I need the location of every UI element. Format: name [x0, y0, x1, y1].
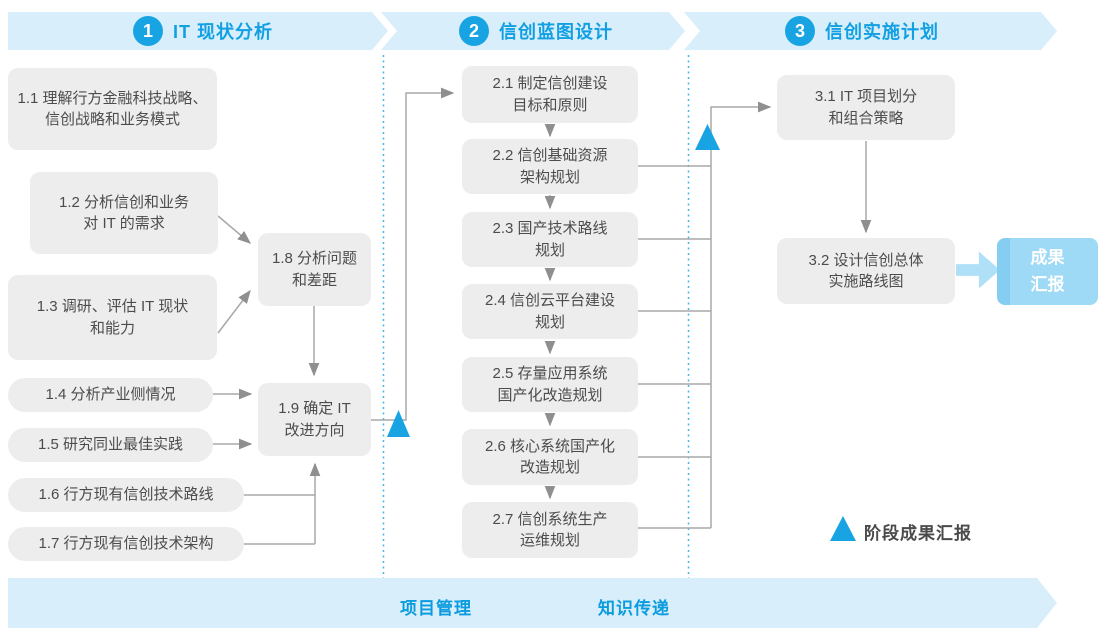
step-label-line: 2.1 制定信创建设 — [492, 75, 608, 93]
step-label-line: 目标和原则 — [512, 96, 588, 114]
result-label-line: 汇报 — [1030, 274, 1065, 294]
step-1-7-pill: 1.7 行方现有信创技术架构 — [8, 527, 244, 561]
step-3-2-box: 3.2 设计信创总体 实施路线图 — [777, 238, 955, 304]
step-label-line: 信创战略和业务模式 — [44, 111, 180, 128]
step-label-line: 规划 — [534, 241, 565, 259]
step-label-line: 1.6 行方现有信创技术路线 — [38, 486, 214, 504]
step-label-line: 1.7 行方现有信创技术架构 — [38, 535, 214, 553]
step-label-line: 1.4 分析产业侧情况 — [45, 386, 176, 404]
legend-label: 阶段成果汇报 — [864, 524, 972, 543]
swimlane-project-management: 项目管理 — [400, 599, 472, 618]
step-label-line: 改造规划 — [519, 459, 580, 476]
step-1-1-box: 1.1 理解行方金融科技战略、 信创战略和业务模式 — [8, 68, 217, 150]
step-label-line: 1.3 调研、评估 IT 现状 — [36, 298, 189, 316]
phase-3-header: 3 信创实施计划 — [684, 12, 1057, 50]
step-1-6-pill: 1.6 行方现有信创技术路线 — [8, 478, 244, 512]
step-2-2-box: 2.2 信创基础资源 架构规划 — [462, 139, 638, 194]
step-3-1-box: 3.1 IT 项目划分 和组合策略 — [777, 75, 955, 140]
result-arrow-icon — [956, 251, 1000, 289]
step-label-line: 1.5 研究同业最佳实践 — [37, 436, 184, 454]
phase-3-title: 信创实施计划 — [825, 22, 939, 42]
step-label-line: 3.2 设计信创总体 — [808, 251, 924, 269]
step-label-line: 对 IT 的需求 — [83, 215, 165, 232]
phase-3-number-badge: 3 — [785, 16, 815, 46]
step-label-line: 1.9 确定 IT — [278, 400, 351, 418]
step-2-5-box: 2.5 存量应用系统 国产化改造规划 — [462, 357, 638, 412]
step-1-5-pill: 1.5 研究同业最佳实践 — [8, 428, 213, 462]
step-1-8-box: 1.8 分析问题 和差距 — [258, 233, 371, 306]
step-1-4-pill: 1.4 分析产业侧情况 — [8, 378, 213, 412]
milestone-triangle-phase2-icon — [695, 124, 720, 150]
step-label-line: 2.5 存量应用系统 — [492, 365, 608, 383]
step-label-line: 国产化改造规划 — [497, 386, 603, 404]
step-2-7-box: 2.7 信创系统生产 运维规划 — [462, 502, 638, 558]
step-label-line: 和差距 — [291, 271, 337, 289]
milestone-triangle-phase1-icon — [387, 410, 410, 437]
step-label-line: 1.1 理解行方金融科技战略、 — [17, 89, 208, 107]
bottom-swimlane-band — [8, 578, 1057, 628]
phase-1-header: 1 IT 现状分析 — [8, 12, 388, 50]
step-label-line: 运维规划 — [519, 532, 580, 549]
step-label-line: 和组合策略 — [828, 109, 904, 127]
step-label-line: 3.1 IT 项目划分 — [814, 88, 918, 106]
phase-1-title: IT 现状分析 — [173, 22, 273, 42]
step-2-6-box: 2.6 核心系统国产化 改造规划 — [462, 429, 638, 485]
step-label-line: 2.3 国产技术路线 — [492, 220, 608, 238]
phase-2-title: 信创蓝图设计 — [499, 22, 613, 42]
step-label-line: 2.7 信创系统生产 — [492, 510, 608, 528]
step-label-line: 和能力 — [89, 319, 135, 337]
step-2-1-box: 2.1 制定信创建设 目标和原则 — [462, 66, 638, 123]
step-label-line: 实施路线图 — [828, 273, 904, 290]
step-1-3-box: 1.3 调研、评估 IT 现状 和能力 — [8, 275, 217, 360]
step-2-4-box: 2.4 信创云平台建设 规划 — [462, 284, 638, 339]
legend-triangle-icon — [830, 516, 856, 541]
step-label-line: 1.8 分析问题 — [271, 250, 358, 268]
step-label-line: 规划 — [534, 313, 565, 331]
step-label-line: 改进方向 — [284, 421, 345, 439]
step-label-line: 架构规划 — [519, 168, 580, 186]
phase-2-header: 2 信创蓝图设计 — [381, 12, 685, 50]
step-label-line: 2.2 信创基础资源 — [492, 147, 608, 165]
swimlane-knowledge-transfer: 知识传递 — [598, 599, 670, 618]
step-label-line: 1.2 分析信创和业务 — [58, 193, 190, 211]
step-label-line: 2.4 信创云平台建设 — [484, 292, 616, 310]
phase-1-number-badge: 1 — [133, 16, 163, 46]
step-label-line: 2.6 核心系统国产化 — [484, 437, 616, 455]
result-report-box: 成果 汇报 — [997, 238, 1098, 305]
step-1-2-box: 1.2 分析信创和业务 对 IT 的需求 — [30, 172, 218, 254]
step-2-3-box: 2.3 国产技术路线 规划 — [462, 212, 638, 267]
phase-2-number-badge: 2 — [459, 16, 489, 46]
result-label-line: 成果 — [1030, 248, 1065, 268]
step-1-9-box: 1.9 确定 IT 改进方向 — [258, 383, 371, 456]
